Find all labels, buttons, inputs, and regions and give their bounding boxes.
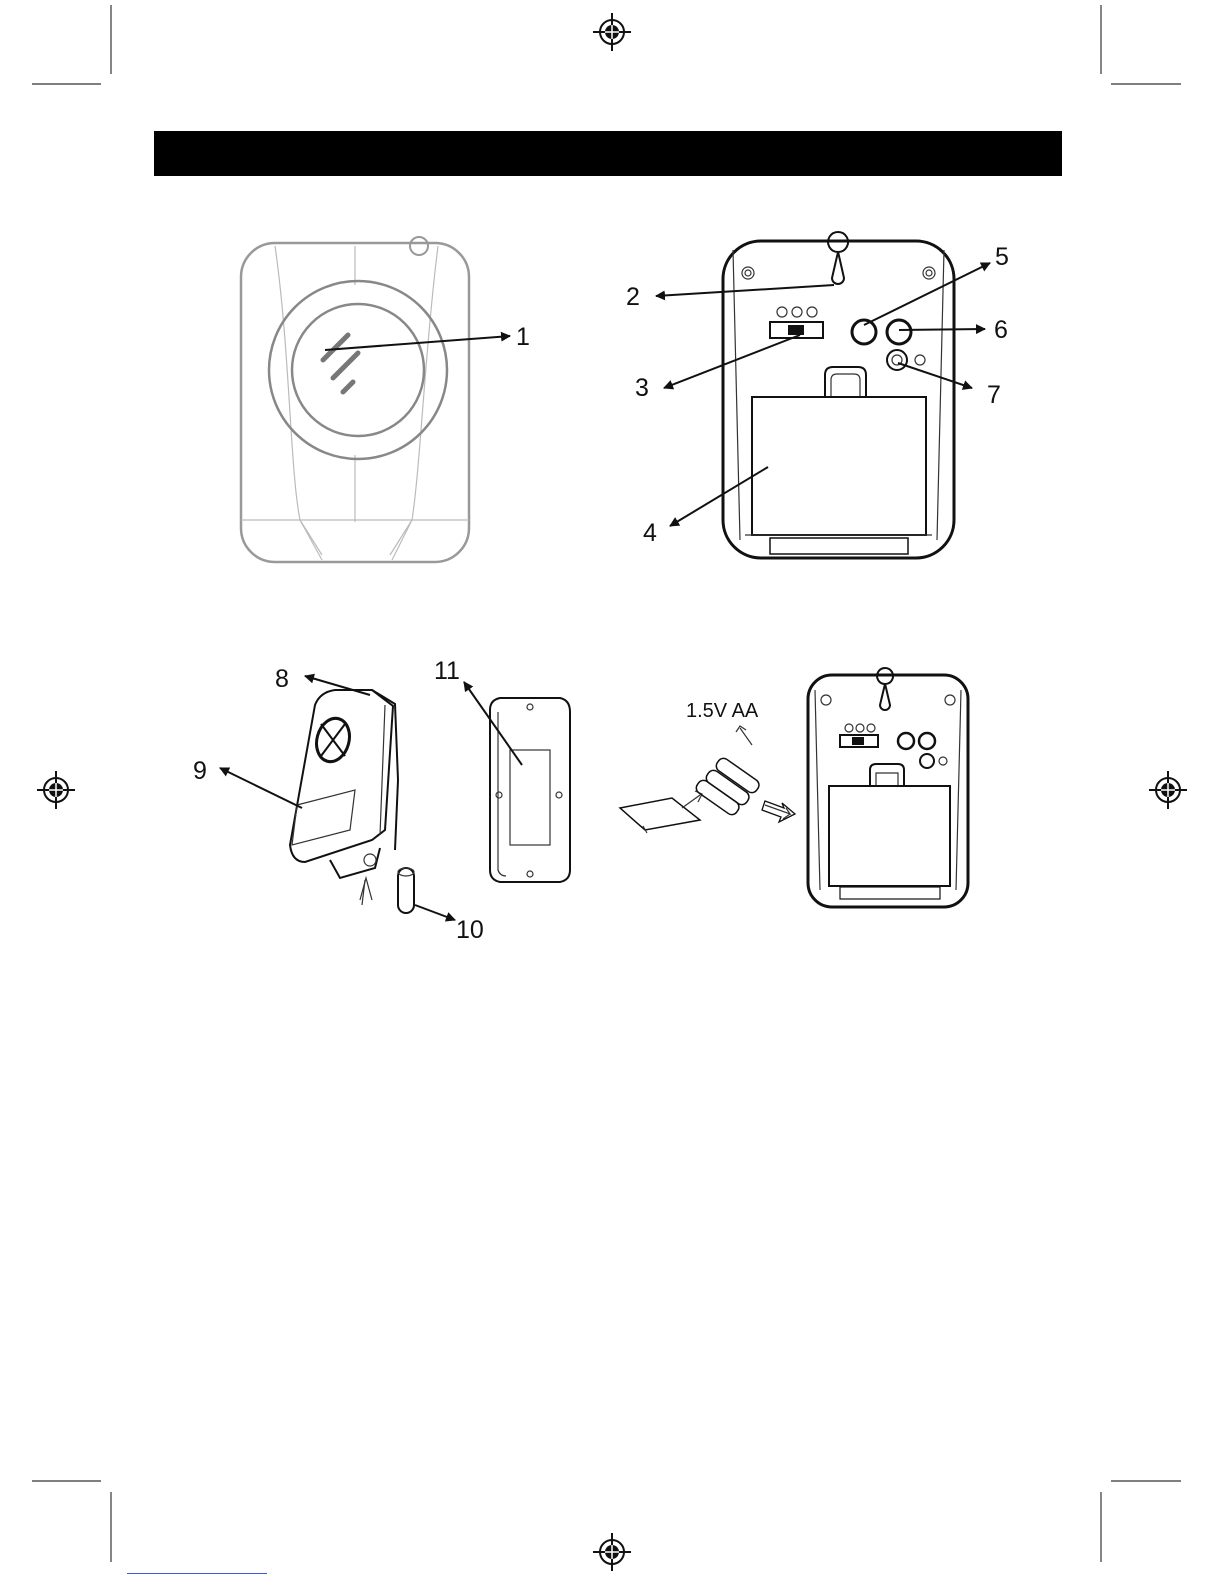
- registration-mark-icon: [593, 13, 631, 51]
- callout-1: 1: [516, 323, 530, 351]
- front-unit-figure: [241, 237, 469, 562]
- callout-arrow-icon: [899, 329, 985, 330]
- callout-arrow-icon: [656, 285, 834, 296]
- callout-6: 6: [994, 316, 1008, 344]
- mounting-plate-figure: [490, 698, 570, 882]
- callout-3: 3: [635, 374, 649, 402]
- callout-11: 11: [434, 657, 460, 685]
- battery-install-figure: [620, 668, 968, 907]
- callout-arrow-icon: [670, 467, 768, 526]
- registration-mark-icon: [37, 771, 75, 809]
- callout-10: 10: [456, 916, 484, 944]
- battery-icon: [694, 756, 761, 817]
- callout-8: 8: [275, 665, 289, 693]
- callout-arrow-icon: [305, 676, 370, 695]
- callout-arrow-icon: [898, 363, 972, 388]
- registration-mark-icon: [1149, 771, 1187, 809]
- back-unit-figure: [723, 232, 954, 558]
- registration-mark-icon: [593, 1533, 631, 1571]
- battery-type-label: 1.5V AA: [686, 700, 759, 722]
- callout-arrow-icon: [664, 335, 800, 388]
- callout-arrow-icon: [864, 263, 990, 325]
- callout-4: 4: [643, 519, 657, 547]
- callout-2: 2: [626, 283, 640, 311]
- callout-7: 7: [987, 381, 1001, 409]
- callout-5: 5: [995, 243, 1009, 271]
- transmitter-figure: [290, 690, 414, 913]
- callout-arrow-icon: [220, 768, 302, 808]
- callout-arrow-icon: [464, 682, 522, 765]
- callout-9: 9: [193, 757, 207, 785]
- callout-arrow-icon: [325, 336, 510, 350]
- callout-arrow-icon: [415, 905, 455, 920]
